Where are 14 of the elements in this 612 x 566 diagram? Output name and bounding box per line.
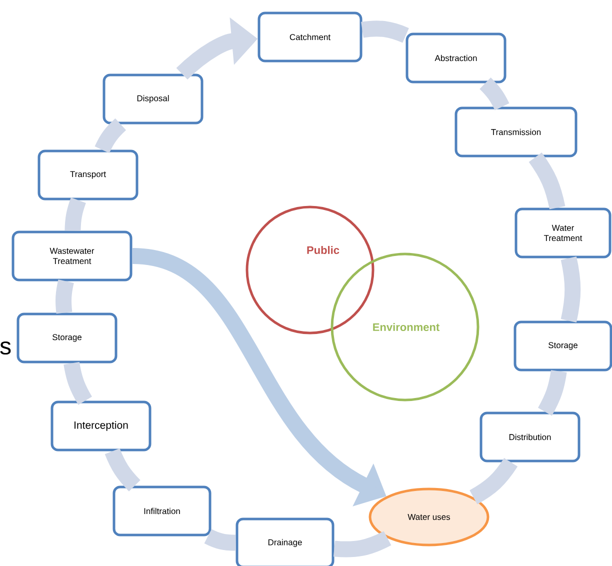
process-box: Transport — [38, 150, 138, 200]
process-box: Drainage — [236, 518, 334, 566]
process-box: Wastewater Treatment — [12, 230, 132, 282]
process-box: Distribution — [480, 412, 580, 462]
process-box: Transmission — [454, 106, 578, 158]
process-box: Abstraction — [406, 32, 506, 84]
process-box: Interception — [50, 400, 152, 452]
side-text: s — [0, 341, 11, 355]
process-box: Water Treatment — [514, 208, 612, 258]
process-box: Storage — [514, 320, 612, 372]
process-box: Storage — [16, 312, 118, 364]
process-box: Catchment — [258, 12, 362, 62]
process-box: Infiltration — [112, 486, 212, 536]
process-box: Disposal — [102, 74, 204, 124]
